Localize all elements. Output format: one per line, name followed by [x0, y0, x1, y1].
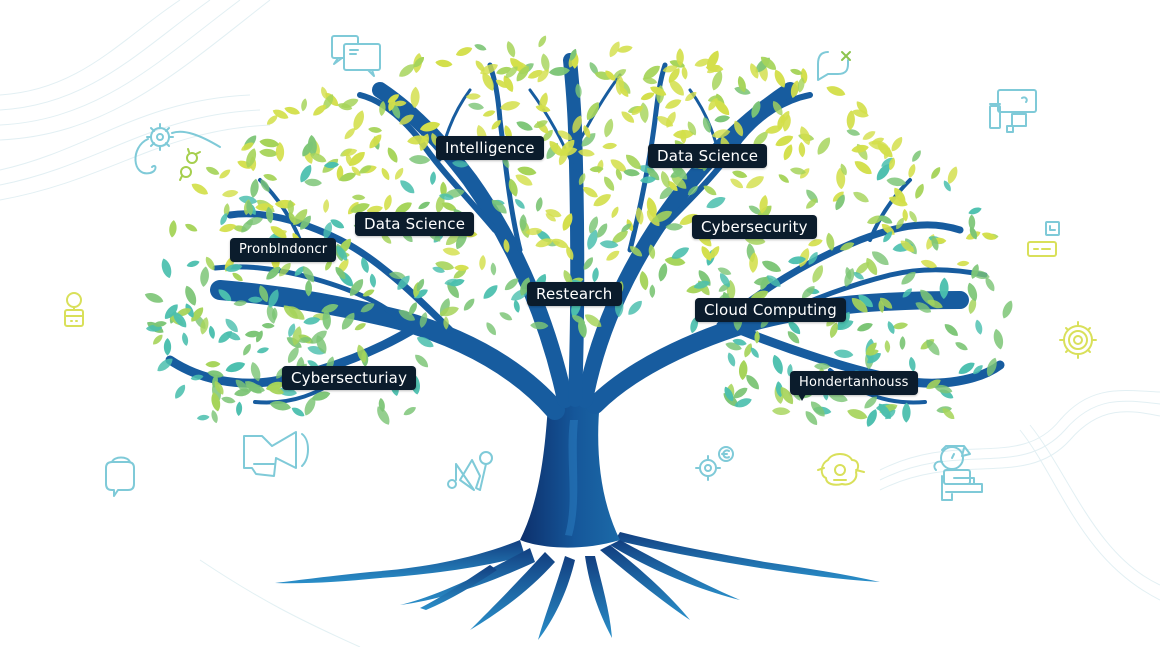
label-text: Cybersecurity	[701, 218, 808, 236]
branch-label-pronblndoncr: Pronblndoncr	[230, 238, 337, 262]
label-text: Intelligence	[445, 139, 535, 157]
chat-bubble-icon	[105, 456, 135, 497]
id-card-icon	[1027, 221, 1060, 257]
user-badge-icon	[64, 292, 84, 327]
label-text: Data Science	[657, 147, 759, 165]
label-text: Hondertanhouss	[799, 375, 909, 390]
network-graph-icon	[447, 451, 493, 491]
chat-close-icon	[817, 51, 851, 81]
label-pointer	[798, 394, 806, 401]
branch-label-cloud-computing: Cloud Computing	[695, 298, 846, 322]
branch-label-hondertanhouss: Hondertanhouss	[790, 371, 918, 401]
gears-currency-icon	[695, 446, 734, 481]
label-text: Cloud Computing	[704, 301, 837, 319]
devices-network-icon	[989, 89, 1037, 133]
label-text: Cybersecturiay	[291, 369, 408, 387]
label-text: Pronblndoncr	[239, 242, 328, 257]
gear-icon	[134, 123, 221, 175]
branch-label-cybersecturiay: Cybersecturiay	[282, 366, 417, 390]
cog-yellow-icon	[1059, 321, 1097, 359]
branch-label-cybersecurity-right: Cybersecurity	[692, 215, 817, 239]
megaphone-icon	[243, 431, 309, 477]
label-text: Data Science	[364, 215, 466, 233]
branch-label-data-science-right: Data Science	[648, 144, 768, 168]
tree-roots	[275, 532, 880, 640]
label-text: Restearch	[536, 285, 613, 303]
scientist-documents-icon	[933, 445, 983, 501]
chat-bubbles-icon	[331, 35, 381, 77]
branch-label-restearch: Restearch	[527, 282, 622, 306]
brain-cloud-icon	[817, 453, 865, 486]
branch-label-intelligence: Intelligence	[436, 136, 544, 160]
branch-label-data-science-left: Data Science	[355, 212, 475, 236]
gears-small-icon	[179, 148, 201, 181]
tree-trunk	[520, 396, 620, 548]
